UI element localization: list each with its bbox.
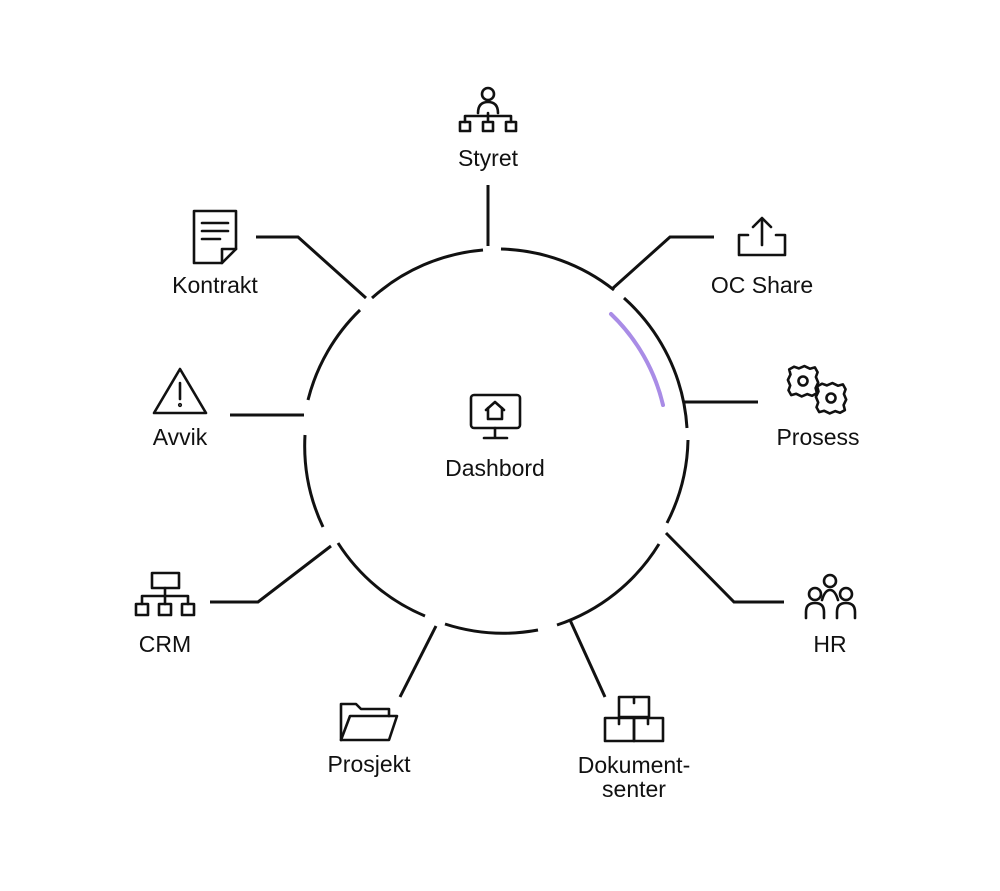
node-label-line1: Dokument- — [578, 752, 690, 778]
people-group-icon — [804, 573, 857, 620]
org-chart-person-icon — [458, 86, 518, 133]
folder-icon — [339, 702, 399, 742]
ring-segment — [303, 434, 325, 528]
node-label: HR — [813, 631, 846, 657]
ring-segment — [336, 542, 426, 618]
node-label: Styret — [458, 145, 519, 171]
connector-prosjekt — [398, 625, 438, 698]
ring-segment — [444, 622, 539, 635]
node-oc-share[interactable]: OC Share — [711, 216, 813, 298]
document-icon — [192, 209, 238, 265]
node-hr[interactable]: HR — [804, 573, 857, 657]
node-label: CRM — [139, 631, 191, 657]
ring-segment — [306, 308, 362, 401]
ring-segment — [500, 247, 615, 292]
node-label: OC Share — [711, 272, 813, 298]
connector-kontrakt — [256, 235, 368, 300]
connector-crm — [210, 544, 332, 604]
share-upload-icon — [737, 216, 787, 257]
connector-hr — [664, 531, 784, 604]
node-prosjekt[interactable]: Prosjekt — [327, 702, 411, 777]
center-node-dashbord[interactable]: Dashbord — [445, 393, 545, 481]
connector-dokumentsenter — [568, 619, 607, 698]
connector-oc-share — [610, 235, 714, 291]
ring-segment — [622, 296, 689, 429]
ring — [303, 247, 690, 635]
node-label: Prosess — [776, 424, 859, 450]
node-label-line2: senter — [602, 776, 666, 802]
ring-segment — [556, 543, 661, 627]
hierarchy-icon — [134, 571, 196, 617]
node-styret[interactable]: Styret — [458, 86, 519, 171]
monitor-home-icon — [469, 393, 522, 440]
ring-segment — [665, 439, 690, 524]
node-kontrakt[interactable]: Kontrakt — [172, 209, 258, 298]
gears-icon — [786, 364, 848, 415]
center-label: Dashbord — [445, 455, 545, 481]
node-dokumentsenter[interactable]: Dokument- senter — [578, 695, 690, 802]
ring-segment — [370, 248, 484, 300]
node-crm[interactable]: CRM — [134, 571, 196, 657]
connectors — [210, 185, 784, 698]
node-prosess[interactable]: Prosess — [776, 364, 860, 450]
boxes-icon — [603, 695, 665, 743]
warning-icon — [152, 367, 208, 415]
node-avvik[interactable]: Avvik — [152, 367, 208, 450]
node-label: Kontrakt — [172, 272, 258, 298]
node-label: Avvik — [153, 424, 208, 450]
active-arc-highlight — [609, 312, 665, 407]
node-label: Prosjekt — [327, 751, 411, 777]
